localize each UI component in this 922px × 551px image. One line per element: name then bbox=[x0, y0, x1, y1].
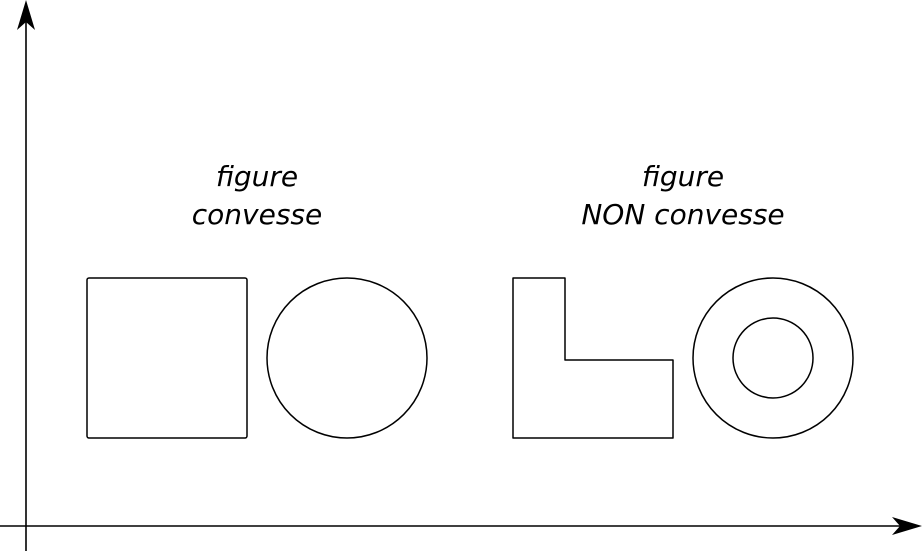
convex-circle bbox=[266, 277, 428, 439]
convex-label-line2: convesse bbox=[192, 198, 322, 231]
nonconvex-l-shape bbox=[512, 277, 674, 439]
x-axis-arrow bbox=[892, 517, 922, 535]
ring-inner-circle bbox=[732, 317, 814, 399]
convex-label-line1: figure bbox=[216, 160, 298, 193]
nonconvex-label-line2: NON convesse bbox=[581, 198, 784, 231]
convex-square bbox=[86, 277, 248, 439]
ring-outer-circle bbox=[692, 277, 854, 439]
convex-label: figure convesse bbox=[192, 160, 322, 231]
nonconvex-ring bbox=[692, 277, 854, 439]
nonconvex-shapes bbox=[512, 277, 854, 439]
nonconvex-label: figure NON convesse bbox=[581, 160, 784, 231]
nonconvex-label-line1: figure bbox=[642, 160, 724, 193]
convex-shapes bbox=[86, 277, 428, 439]
y-axis-arrow bbox=[17, 0, 35, 30]
